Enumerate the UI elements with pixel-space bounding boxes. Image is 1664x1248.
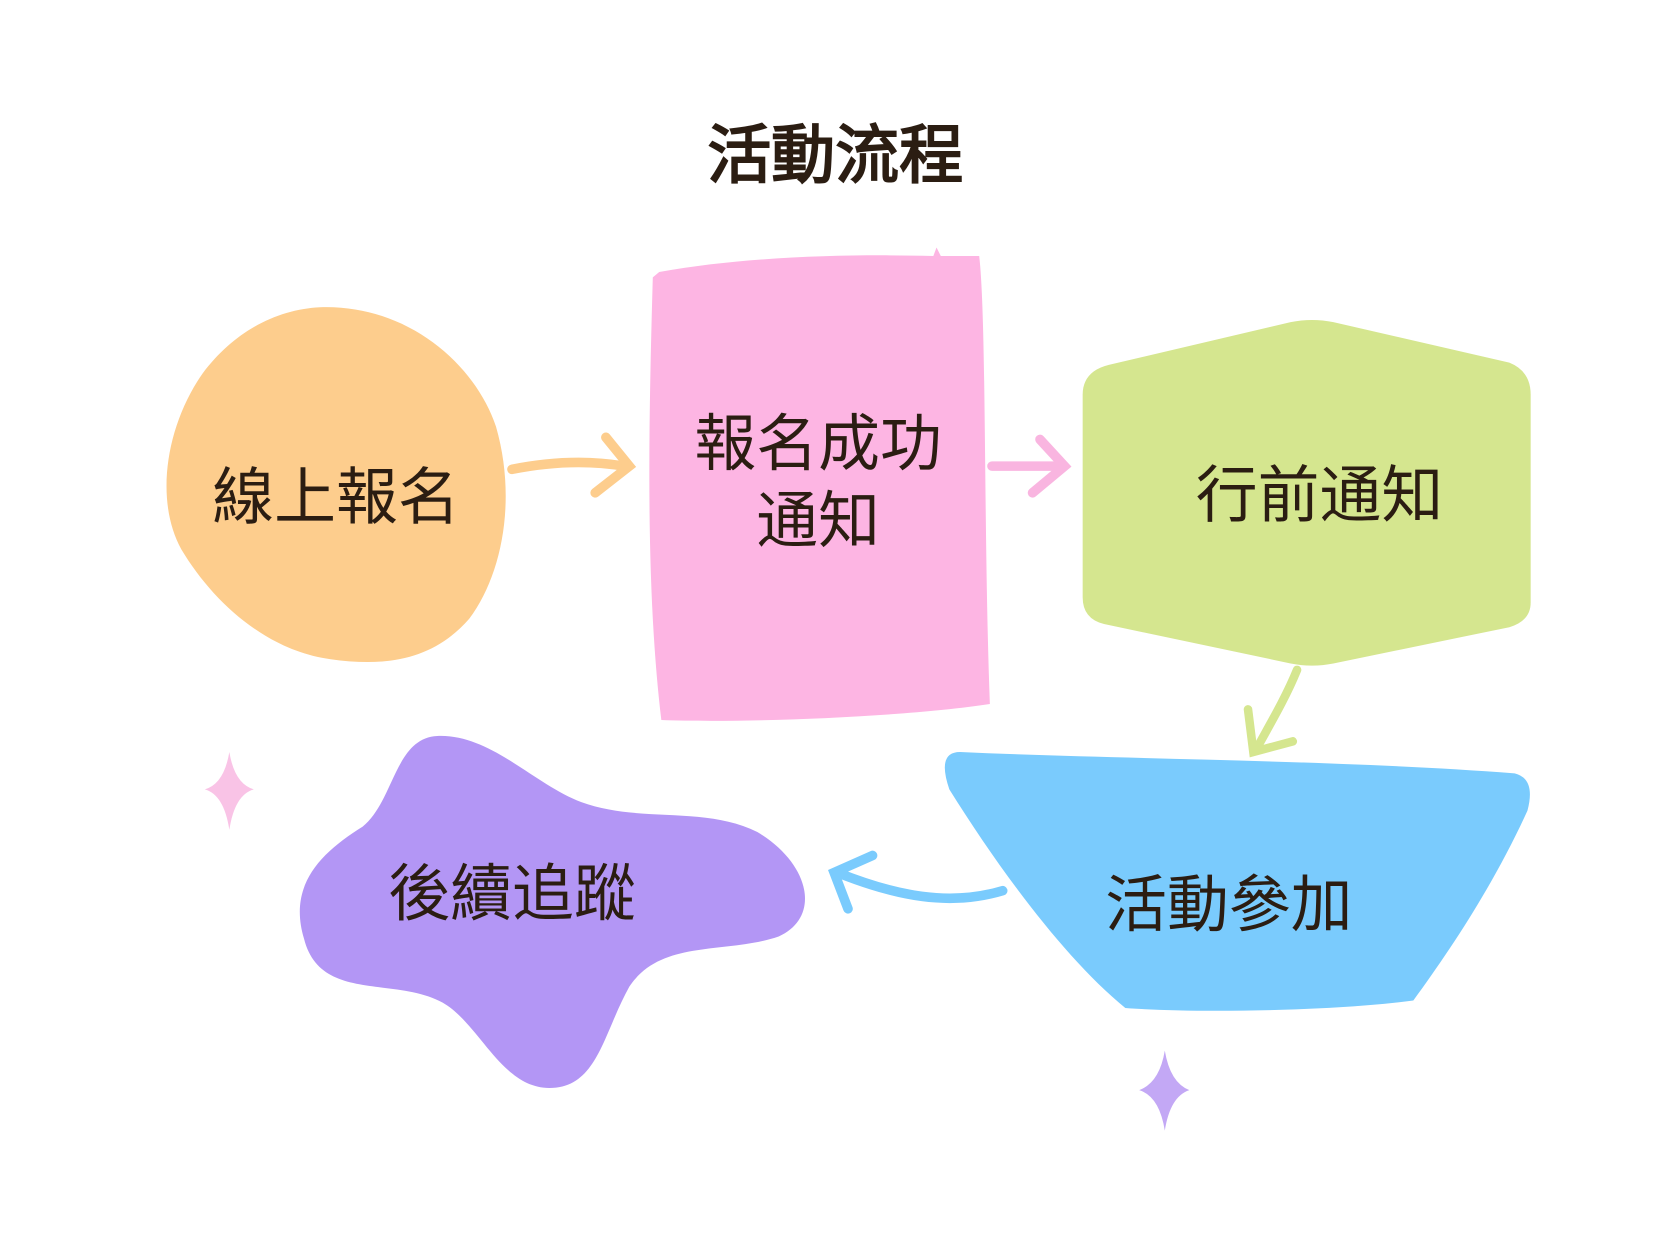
diagram-title: 活動流程: [707, 120, 963, 194]
arrow-pink: [987, 434, 1072, 498]
arrow-blue: [828, 850, 1008, 914]
arrow-green: [1243, 665, 1302, 758]
step-follow-up-shape: [299, 735, 805, 1088]
step-online-registration-label: 線上報名: [212, 461, 459, 533]
step-event-participation-shape: [944, 752, 1530, 1011]
step-follow-up-label: 後續追蹤: [388, 858, 635, 930]
step-pre-event-notice-shape: [1082, 320, 1531, 666]
step-online-registration-shape: [166, 307, 506, 663]
arrow-orange: [507, 432, 637, 498]
step-registration-success-label-line2: 通知: [756, 485, 880, 557]
step-registration-success-shape: [649, 247, 990, 721]
step-pre-event-notice-label: 行前通知: [1196, 459, 1443, 531]
sparkle-icon: [204, 752, 254, 830]
step-registration-success-label-line1: 報名成功: [694, 408, 941, 480]
step-event-participation-label: 活動參加: [1105, 869, 1352, 941]
sparkle-icon: [1139, 1050, 1190, 1131]
